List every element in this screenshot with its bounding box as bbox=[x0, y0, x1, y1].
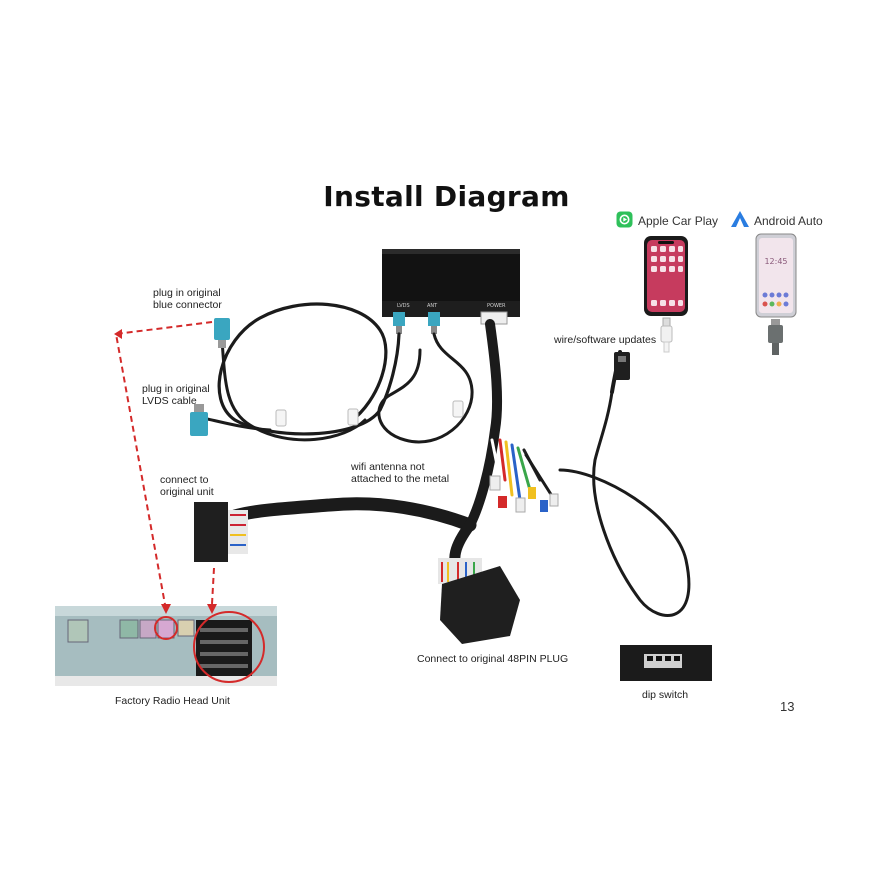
label-lvds-cable: plug in original LVDS cable bbox=[142, 383, 210, 407]
wire-bundle bbox=[490, 438, 554, 502]
carplay-icon bbox=[616, 211, 633, 231]
label-blue-connector: plug in original blue connector bbox=[153, 287, 222, 311]
lvds-cable-plug bbox=[190, 404, 208, 436]
android-auto-icon bbox=[731, 211, 749, 230]
label-48pin-plug: Connect to original 48PIN PLUG bbox=[417, 653, 569, 665]
red-arrows bbox=[114, 321, 215, 611]
android-auto-label: Android Auto bbox=[754, 213, 823, 228]
arrow-heads bbox=[114, 329, 217, 614]
iphone-image bbox=[644, 236, 688, 353]
label-wire-updates: wire/software updates bbox=[554, 334, 657, 346]
label-factory-head-unit: Factory Radio Head Unit bbox=[115, 695, 230, 707]
48pin-plug bbox=[438, 558, 520, 644]
carplay-label: Apple Car Play bbox=[638, 214, 719, 228]
box-port-power-label: POWER bbox=[487, 303, 506, 309]
label-dip-switch: dip switch bbox=[642, 689, 689, 701]
box-port-ant-label: ANT bbox=[427, 303, 438, 309]
original-unit-connector bbox=[194, 502, 248, 562]
page-title: Install Diagram bbox=[323, 180, 570, 213]
android-auto-brand: Android Auto bbox=[731, 211, 823, 230]
label-original-unit: connect to original unit bbox=[160, 474, 214, 498]
svg-text:12:45: 12:45 bbox=[764, 257, 787, 266]
wire-connector-ends bbox=[489, 475, 559, 513]
usb-port bbox=[614, 352, 630, 380]
android-phone-image: 12:45 bbox=[755, 233, 797, 355]
page-number: 13 bbox=[780, 699, 795, 714]
label-wifi-antenna: wifi antenna not attached to the metal bbox=[351, 461, 450, 485]
carplay-brand: Apple Car Play bbox=[616, 211, 718, 231]
cable-ties bbox=[275, 400, 464, 427]
factory-head-unit-image bbox=[55, 606, 277, 686]
blue-connector-plug bbox=[214, 318, 230, 348]
dip-switch-image bbox=[620, 645, 712, 681]
box-port-lvds-label: LVDS bbox=[397, 303, 410, 309]
